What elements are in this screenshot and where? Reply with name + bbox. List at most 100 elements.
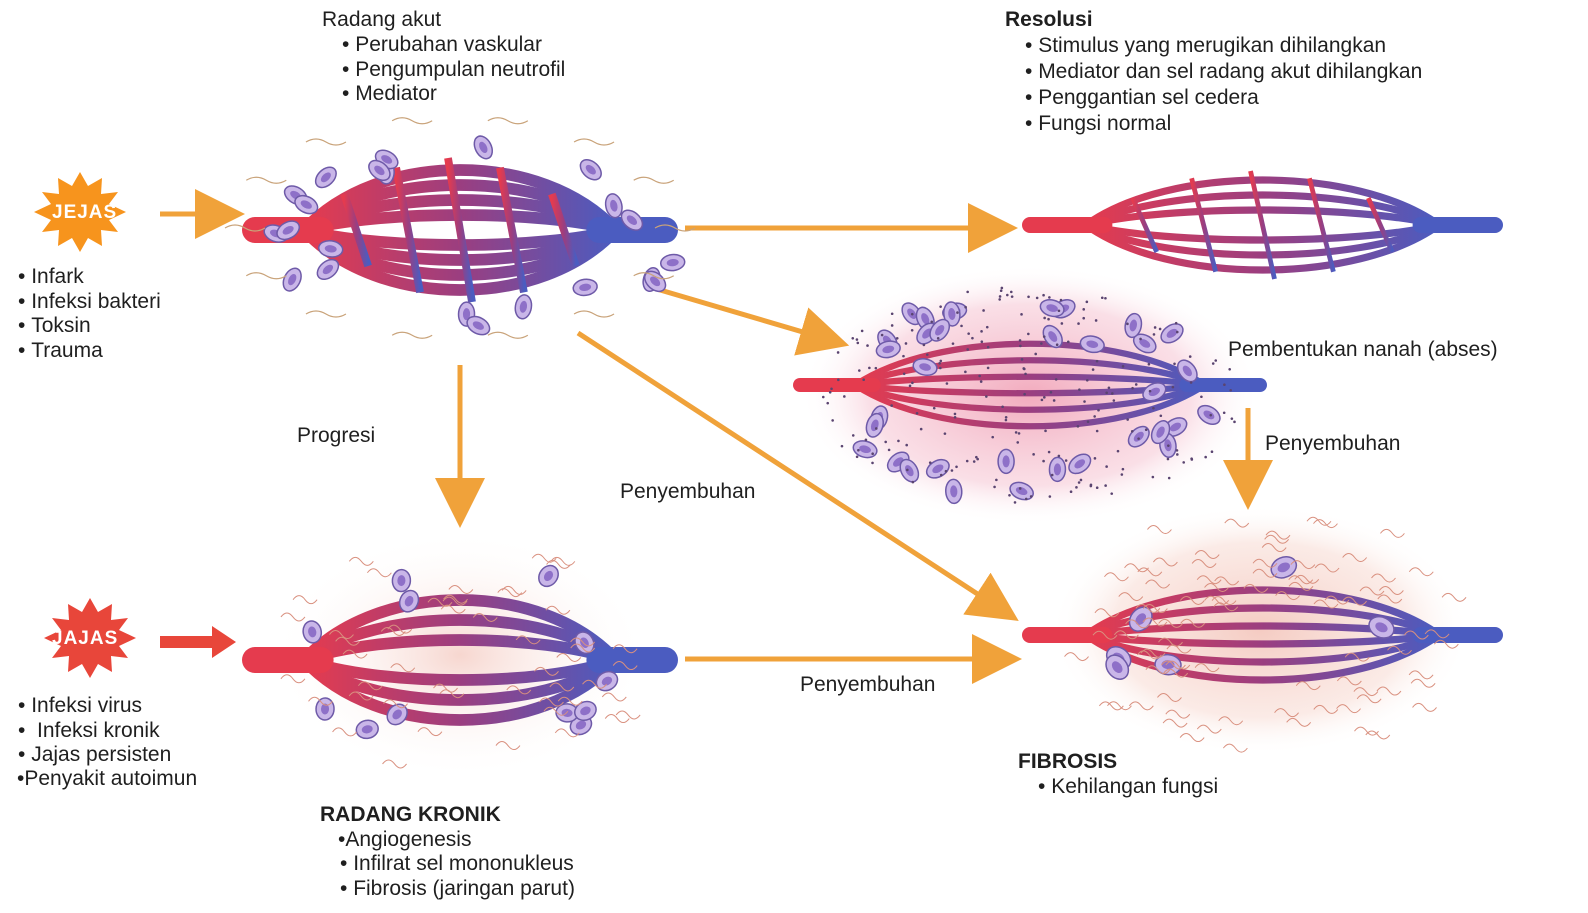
pus-dot bbox=[1053, 399, 1056, 402]
pus-dot bbox=[923, 344, 926, 347]
injury2-cause: Infeksi virus bbox=[18, 694, 171, 719]
acute-bullet: Pengumpulan neutrofil bbox=[342, 58, 565, 83]
pus-dot bbox=[1105, 391, 1108, 394]
pus-dot bbox=[939, 360, 942, 363]
pus-dot bbox=[1095, 319, 1098, 322]
pus-dot bbox=[1019, 487, 1022, 490]
pus-dot bbox=[1105, 465, 1108, 468]
pus-dot bbox=[1018, 432, 1021, 435]
pus-dot bbox=[1113, 399, 1116, 402]
pus-dot bbox=[966, 291, 969, 294]
pus-dot bbox=[1231, 417, 1234, 420]
pus-dot bbox=[939, 305, 942, 308]
pus-dot bbox=[897, 440, 900, 443]
pus-dot bbox=[891, 324, 894, 327]
pus-dot bbox=[1190, 457, 1193, 460]
chronic-first-bullet: •Angiogenesis bbox=[338, 828, 471, 852]
pus-dot bbox=[1051, 474, 1054, 477]
pus-dot bbox=[1223, 383, 1226, 386]
fibrosis-title: FIBROSIS bbox=[1018, 750, 1117, 774]
chronic-bullet: Infilrat sel mononukleus bbox=[340, 852, 575, 877]
pus-dot bbox=[1096, 430, 1099, 433]
pus-dot bbox=[891, 312, 894, 315]
pus-dot bbox=[1001, 405, 1004, 408]
pus-dot bbox=[851, 337, 854, 340]
pus-dot bbox=[1014, 501, 1017, 504]
pus-dot bbox=[1229, 389, 1232, 392]
acute-title: Radang akut bbox=[322, 8, 441, 32]
progresi-label: Progresi bbox=[297, 424, 375, 448]
pus-dot bbox=[1104, 484, 1107, 487]
pus-dot bbox=[1086, 379, 1089, 382]
healing-chronic-label: Penyembuhan bbox=[800, 673, 935, 697]
pus-dot bbox=[1153, 333, 1156, 336]
pus-dot bbox=[1024, 373, 1027, 376]
pus-dot bbox=[1182, 461, 1185, 464]
pus-dot bbox=[896, 337, 899, 340]
resolution-bullet: Stimulus yang merugikan dihilangkan bbox=[1025, 33, 1422, 59]
pus-dot bbox=[888, 449, 891, 452]
pus-dot bbox=[1101, 296, 1104, 299]
pus-dot bbox=[954, 413, 957, 416]
chronic-bullet: Fibrosis (jaringan parut) bbox=[340, 877, 575, 902]
pus-dot bbox=[981, 340, 984, 343]
pus-dot bbox=[926, 353, 929, 356]
injury2-cause-last-text: Penyakit autoimun bbox=[24, 767, 197, 790]
pus-dot bbox=[1067, 341, 1070, 344]
pus-dot bbox=[1019, 345, 1022, 348]
pus-dot bbox=[1111, 392, 1114, 395]
cell bbox=[316, 698, 335, 721]
cell bbox=[312, 163, 340, 191]
pus-dot bbox=[1172, 386, 1175, 389]
chronic-title: RADANG KRONIK bbox=[320, 803, 501, 827]
pus-dot bbox=[1041, 399, 1044, 402]
pus-dot bbox=[1126, 323, 1129, 326]
pus-dot bbox=[1065, 459, 1068, 462]
pus-dot bbox=[1211, 450, 1214, 453]
pus-dot bbox=[954, 416, 957, 419]
pus-dot bbox=[1047, 318, 1050, 321]
edema-line bbox=[246, 273, 286, 279]
pus-dot bbox=[856, 338, 859, 341]
injury2-cause-list: Infeksi virus Infeksi kronik Jajas persi… bbox=[18, 694, 171, 768]
pus-dot bbox=[1176, 449, 1179, 452]
pus-dot bbox=[929, 461, 932, 464]
pus-dot bbox=[1008, 494, 1011, 497]
pus-dot bbox=[1159, 328, 1162, 331]
pus-dot bbox=[1005, 416, 1008, 419]
pus-dot bbox=[875, 427, 878, 430]
pus-dot bbox=[1189, 355, 1192, 358]
pus-dot bbox=[1060, 299, 1063, 302]
pus-dot bbox=[985, 395, 988, 398]
injury-cause: Infark bbox=[18, 265, 161, 290]
pus-dot bbox=[995, 479, 998, 482]
injury-cause: Toksin bbox=[18, 314, 161, 339]
pus-dot bbox=[956, 311, 959, 314]
pus-dot bbox=[881, 334, 884, 337]
pus-dot bbox=[1078, 388, 1081, 391]
cell-nucleus bbox=[1002, 455, 1009, 467]
pus-dot bbox=[1173, 362, 1176, 365]
pus-dot bbox=[1148, 363, 1151, 366]
edema-line bbox=[306, 139, 346, 145]
pus-dot bbox=[861, 330, 864, 333]
cell bbox=[945, 479, 962, 504]
pus-dot bbox=[857, 449, 860, 452]
pus-dot bbox=[856, 342, 859, 345]
pus-dot bbox=[980, 330, 983, 333]
arrow-acute-to-abscess bbox=[650, 287, 830, 340]
pus-dot bbox=[1135, 383, 1138, 386]
pus-dot bbox=[952, 342, 955, 345]
injury2-cause: Infeksi kronik bbox=[18, 719, 171, 744]
pus-dot bbox=[1168, 477, 1171, 480]
pus-dot bbox=[1117, 450, 1120, 453]
pus-dot bbox=[837, 351, 840, 354]
pus-dot bbox=[986, 326, 989, 329]
pus-dot bbox=[1110, 492, 1113, 495]
edema-line bbox=[246, 177, 286, 183]
pus-dot bbox=[1137, 437, 1140, 440]
pus-dot bbox=[939, 367, 942, 370]
pus-dot bbox=[973, 460, 976, 463]
pus-dot bbox=[837, 379, 840, 382]
pus-dot bbox=[911, 313, 914, 316]
